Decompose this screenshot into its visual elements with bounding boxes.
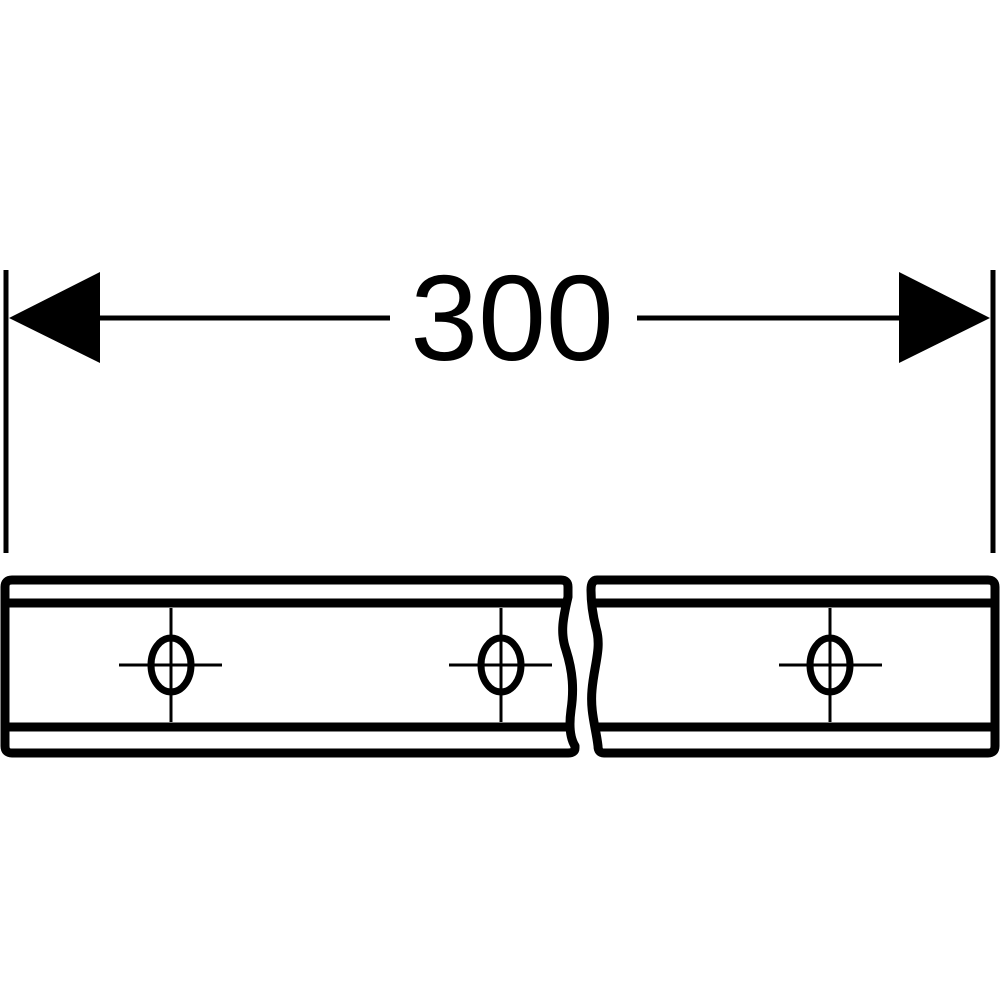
rail-segment-left <box>0 575 580 758</box>
slot-hole <box>806 634 854 696</box>
arrowhead-left <box>9 272 100 363</box>
slot-hole <box>477 634 525 696</box>
arrowhead-right <box>899 272 990 363</box>
rail-outline-right <box>586 575 1000 758</box>
mounting-hole-2 <box>449 608 552 722</box>
rail-segment-right <box>586 575 1000 758</box>
rail-outline-left <box>0 575 580 758</box>
slot-hole <box>147 634 195 696</box>
dimension-label: 300 <box>410 250 614 386</box>
mounting-hole-3 <box>779 608 882 722</box>
mounting-hole-1 <box>119 608 222 722</box>
